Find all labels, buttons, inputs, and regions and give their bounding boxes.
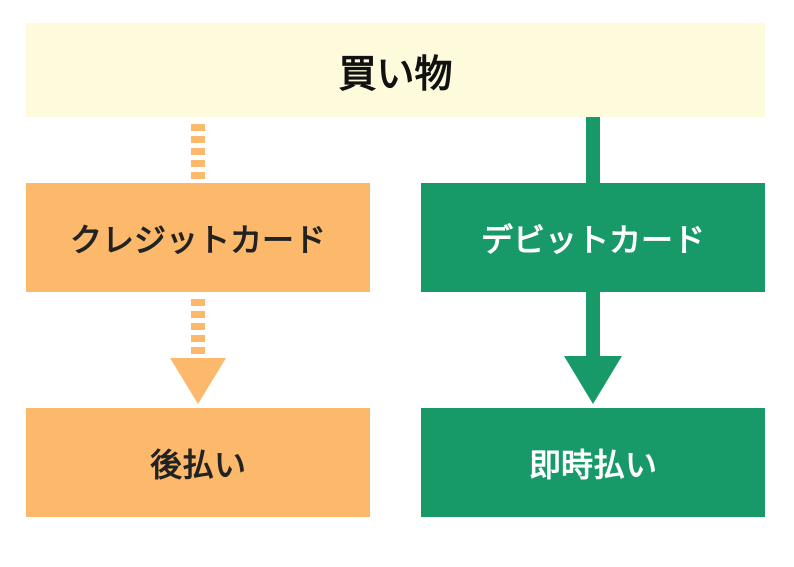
solid-connector-top-to-debit <box>586 117 600 183</box>
arrowhead-debit-to-instant <box>564 356 622 404</box>
deferred-payment-label: 後払い <box>149 445 246 484</box>
shopping-label: 買い物 <box>338 51 453 96</box>
deferred-payment-box: 後払い <box>26 408 370 517</box>
arrowhead-credit-to-deferred <box>170 358 226 404</box>
debit-card-box: デビットカード <box>421 183 765 292</box>
credit-card-label: クレジットカード <box>69 220 326 259</box>
solid-arrow-shaft-debit-to-instant <box>586 292 600 358</box>
debit-card-label: デビットカード <box>480 220 705 259</box>
credit-card-box: クレジットカード <box>26 183 370 292</box>
instant-payment-box: 即時払い <box>421 408 765 517</box>
instant-payment-label: 即時払い <box>528 445 657 484</box>
shopping-box: 買い物 <box>26 23 765 117</box>
